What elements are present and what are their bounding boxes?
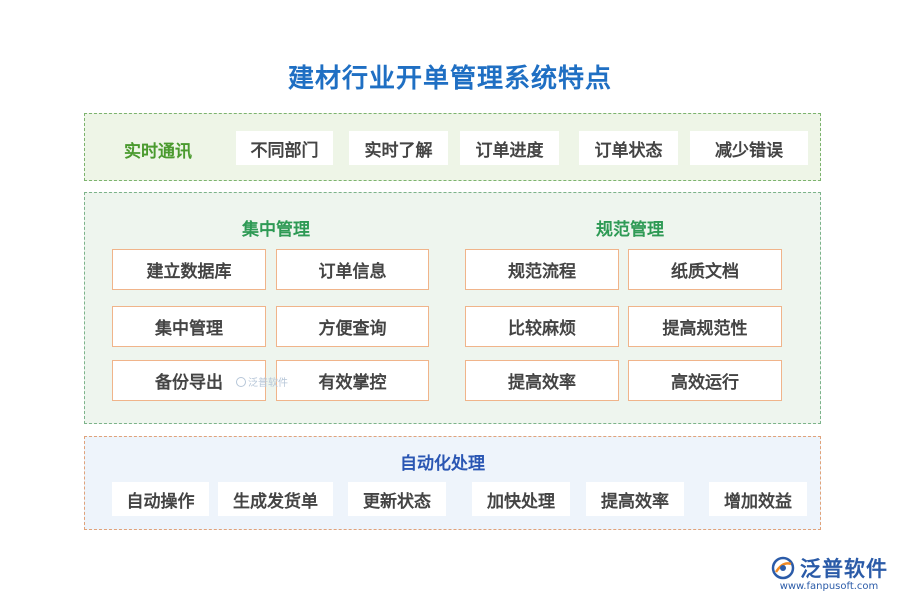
- realtime-item: 订单进度: [460, 131, 559, 165]
- central-heading: 集中管理: [242, 220, 310, 240]
- realtime-item: 实时了解: [349, 131, 448, 165]
- central-item: 建立数据库: [112, 249, 266, 290]
- logo-url: www.fanpusoft.com: [779, 581, 879, 592]
- standard-item: 提高效率: [465, 360, 619, 401]
- brand-logo: 泛普软件 www.fanpusoft.com: [770, 553, 888, 592]
- auto-item: 生成发货单: [218, 482, 333, 516]
- central-item: 订单信息: [276, 249, 429, 290]
- central-item: 方便查询: [276, 306, 429, 347]
- standard-item: 高效运行: [628, 360, 782, 401]
- realtime-item: 订单状态: [579, 131, 678, 165]
- auto-item: 自动操作: [112, 482, 209, 516]
- central-item: 集中管理: [112, 306, 266, 347]
- realtime-item: 减少错误: [690, 131, 808, 165]
- page-title: 建材行业开单管理系统特点: [287, 64, 612, 94]
- central-item: 有效掌控: [276, 360, 429, 401]
- watermark-icon: [236, 376, 246, 387]
- watermark: 泛普软件: [236, 374, 288, 389]
- standard-item: 规范流程: [465, 249, 619, 290]
- auto-item: 增加效益: [709, 482, 807, 516]
- standard-item: 提高规范性: [628, 306, 782, 347]
- auto-heading: 自动化处理: [400, 454, 485, 474]
- auto-item: 提高效率: [586, 482, 684, 516]
- realtime-heading: 实时通讯: [124, 142, 192, 162]
- fanpu-logo-icon: [771, 556, 795, 580]
- realtime-item: 不同部门: [236, 131, 333, 165]
- standard-heading: 规范管理: [596, 220, 664, 240]
- watermark-text: 泛普软件: [248, 378, 288, 389]
- standard-item: 纸质文档: [628, 249, 782, 290]
- auto-item: 加快处理: [472, 482, 570, 516]
- standard-item: 比较麻烦: [465, 306, 619, 347]
- auto-item: 更新状态: [348, 482, 446, 516]
- logo-name: 泛普软件: [800, 557, 888, 581]
